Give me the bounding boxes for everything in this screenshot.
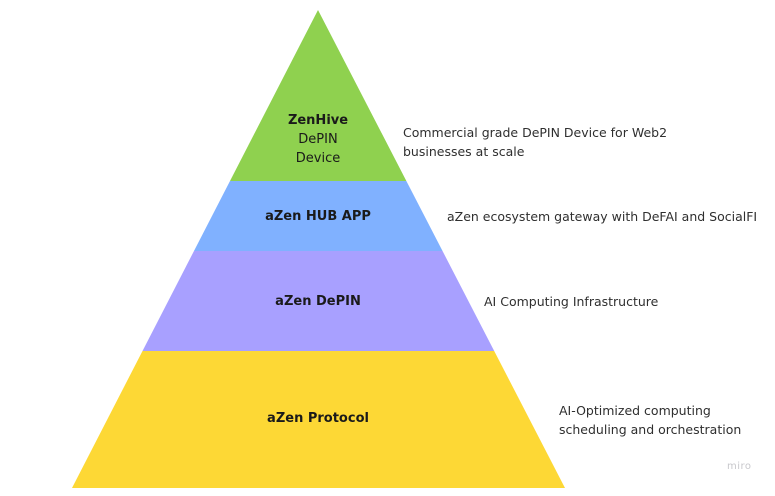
layer-title: aZen DePIN <box>275 294 361 309</box>
layer-depin-shape <box>142 251 495 351</box>
layer-depin-description: AI Computing Infrastructure <box>484 292 658 311</box>
layer-zenhive-description: Commercial grade DePIN Device for Web2 b… <box>403 123 667 161</box>
description-line: AI Computing Infrastructure <box>484 294 659 309</box>
description-line: businesses at scale <box>403 144 525 159</box>
description-line: Commercial grade DePIN Device for Web2 <box>403 125 668 140</box>
layer-hub-app-label: aZen HUB APP <box>265 207 371 226</box>
description-line: scheduling and orchestration <box>559 422 742 437</box>
layer-protocol-label: aZen Protocol <box>267 409 369 428</box>
layer-title: aZen Protocol <box>267 411 369 426</box>
miro-watermark: miro <box>727 461 752 472</box>
layer-protocol-shape <box>72 351 565 488</box>
layer-depin-label: aZen DePIN <box>275 292 361 311</box>
layer-zenhive-label: ZenHive DePIN Device <box>288 111 348 168</box>
layer-subtitle: DePIN <box>298 132 338 147</box>
layer-hub-app-description: aZen ecosystem gateway with DeFAI and So… <box>447 207 757 226</box>
layer-hub-app-shape <box>193 181 443 251</box>
layer-protocol-description: AI-Optimized computing scheduling and or… <box>559 401 741 439</box>
layer-zenhive-shape <box>229 10 407 181</box>
layer-title: ZenHive <box>287 113 349 128</box>
description-line: AI-Optimized computing <box>559 403 711 418</box>
layer-title: aZen HUB APP <box>265 209 371 224</box>
description-line: aZen ecosystem gateway with DeFAI and So… <box>447 209 758 224</box>
layer-subtitle: Device <box>295 151 341 166</box>
